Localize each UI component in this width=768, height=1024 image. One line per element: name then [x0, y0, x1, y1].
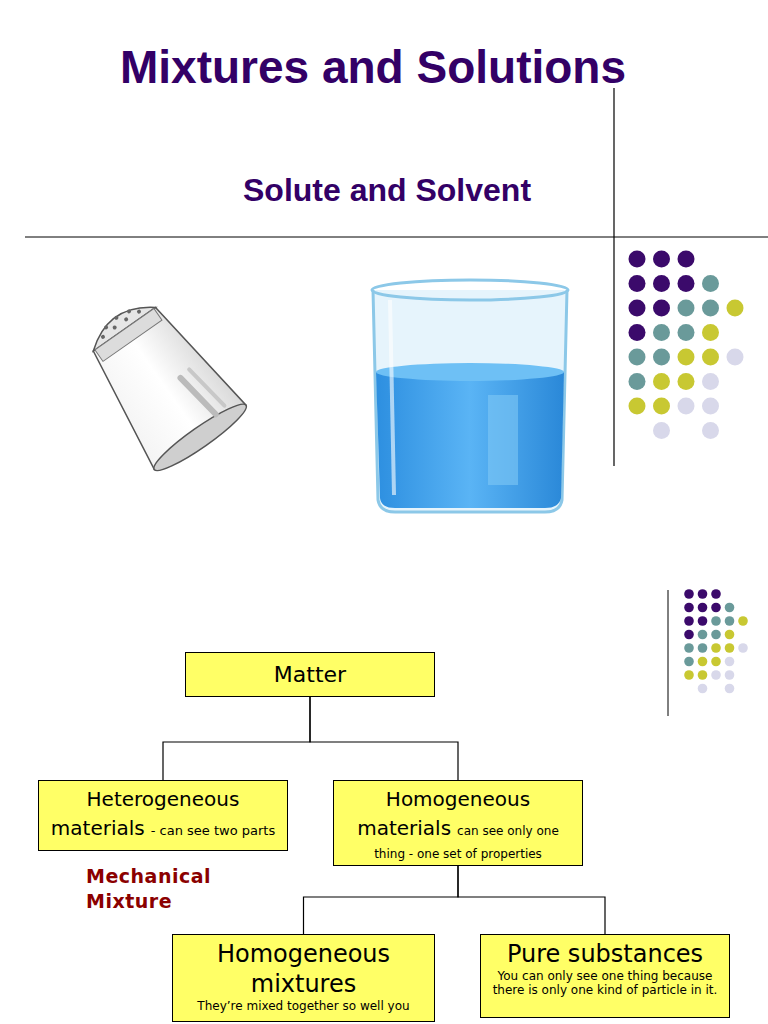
dot	[711, 657, 721, 667]
dot	[698, 589, 708, 599]
category-box: Homogeneous mixturesThey’re mixed togeth…	[172, 934, 435, 1022]
dot	[711, 603, 721, 613]
dot	[629, 275, 646, 292]
dot	[684, 657, 694, 667]
category-box: Pure substancesYou can only see one thin…	[480, 934, 730, 1018]
dot	[629, 324, 646, 341]
salt-shaker	[69, 284, 251, 478]
tree-connector	[310, 697, 458, 780]
dot	[653, 349, 670, 366]
dot	[711, 589, 721, 599]
dot	[678, 275, 695, 292]
dot	[725, 616, 735, 626]
dot	[702, 275, 719, 292]
dot	[698, 616, 708, 626]
dot	[702, 300, 719, 317]
box-heading: Homogeneous mixtures	[179, 939, 428, 999]
slide-subtitle: Solute and Solvent	[243, 172, 531, 209]
dot	[725, 684, 735, 694]
dot	[711, 630, 721, 640]
beaker	[372, 280, 568, 512]
dot	[711, 616, 721, 626]
dot	[629, 300, 646, 317]
category-note: Mechanical Mixture	[86, 864, 236, 914]
dot	[702, 422, 719, 439]
dot	[738, 643, 748, 653]
dot	[727, 300, 744, 317]
dot	[678, 251, 695, 268]
dot	[678, 398, 695, 415]
dot	[725, 670, 735, 680]
dot	[725, 603, 735, 613]
dot	[738, 616, 748, 626]
dot	[653, 398, 670, 415]
dot	[653, 422, 670, 439]
dot	[698, 684, 708, 694]
dot	[653, 373, 670, 390]
dot	[698, 657, 708, 667]
divider-line	[668, 590, 669, 716]
dot	[711, 643, 721, 653]
dot	[629, 398, 646, 415]
box-note: You can only see one thing because there…	[487, 969, 723, 997]
dot	[711, 670, 721, 680]
dot	[725, 657, 735, 667]
dot	[684, 589, 694, 599]
box-heading: Matter	[274, 662, 346, 688]
dot	[698, 630, 708, 640]
dot	[653, 275, 670, 292]
dot	[698, 603, 708, 613]
dot	[678, 349, 695, 366]
tree-connector	[163, 697, 310, 780]
dot	[727, 349, 744, 366]
dot	[725, 643, 735, 653]
dot	[653, 300, 670, 317]
slide-title: Mixtures and Solutions	[0, 40, 746, 94]
dot	[684, 603, 694, 613]
category-box: Heterogeneous materials- can see two par…	[38, 780, 288, 851]
divider-line	[613, 88, 614, 466]
dot	[629, 251, 646, 268]
dot	[702, 398, 719, 415]
dot	[702, 324, 719, 341]
dot	[684, 643, 694, 653]
dot	[678, 300, 695, 317]
dot	[702, 349, 719, 366]
box-heading: Pure substances	[487, 939, 723, 969]
category-box: Matter	[185, 652, 435, 697]
dot	[698, 670, 708, 680]
box-note: They’re mixed together so well you	[179, 999, 428, 1014]
dot	[678, 324, 695, 341]
dot	[678, 373, 695, 390]
category-box: Homogeneous materialscan see only one th…	[333, 780, 583, 866]
dot	[684, 616, 694, 626]
dot	[653, 324, 670, 341]
dot-grid	[684, 589, 748, 693]
box-note: - can see two parts	[151, 823, 275, 838]
dot	[653, 251, 670, 268]
divider-line	[25, 237, 768, 238]
tree-connector	[458, 866, 605, 934]
dot	[684, 630, 694, 640]
dot-grid	[629, 251, 744, 440]
dot	[725, 630, 735, 640]
dot	[698, 643, 708, 653]
dot	[684, 670, 694, 680]
dot	[629, 349, 646, 366]
tree-connector	[304, 866, 459, 934]
dot	[702, 373, 719, 390]
dot	[629, 373, 646, 390]
